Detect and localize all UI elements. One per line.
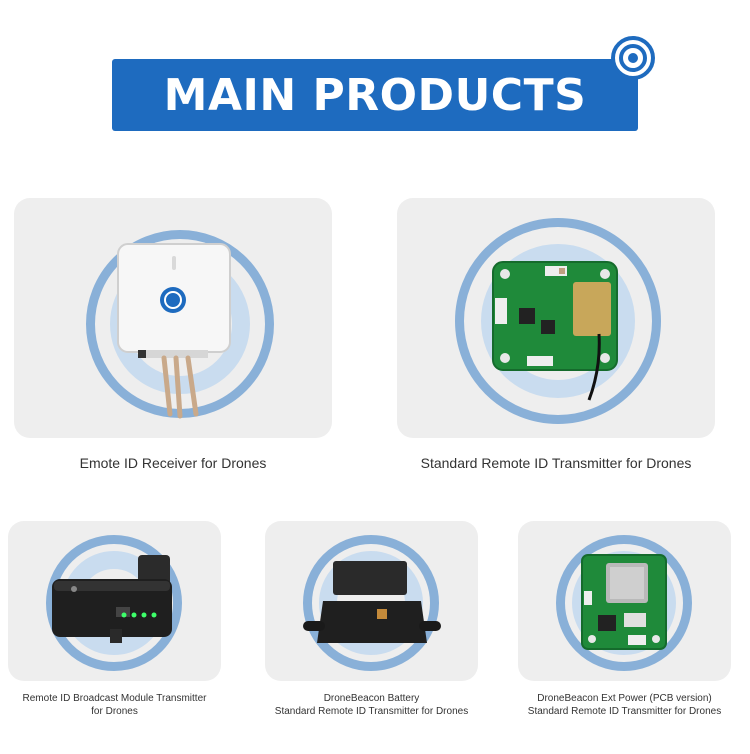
main-products-banner: MAIN PRODUCTS — [112, 59, 638, 131]
caption-line-2: Standard Remote ID Transmitter for Drone… — [274, 706, 469, 717]
pcb-version-image — [581, 554, 667, 650]
product-caption: Standard Remote ID Transmitter for Drone… — [420, 455, 692, 471]
ring-decoration — [556, 535, 692, 671]
broadcast-module-image — [52, 555, 172, 643]
caption-line-2: for Drones — [91, 706, 138, 717]
caption-line-2: Standard Remote ID Transmitter for Drone… — [527, 706, 722, 717]
product-card-receiver[interactable] — [14, 198, 332, 438]
receiver-device-image — [117, 243, 231, 419]
product-card-standard-transmitter[interactable] — [397, 198, 715, 438]
product-caption: Emote ID Receiver for Drones — [79, 455, 267, 471]
ring-decoration — [303, 535, 439, 671]
product-caption: Remote ID Broadcast Module Transmitter f… — [8, 692, 221, 718]
product-caption: DroneBeacon Ext Power (PCB version) Stan… — [518, 692, 731, 718]
ring-decoration — [46, 535, 182, 671]
dronebeacon-battery-image — [303, 561, 441, 643]
ring-decoration — [455, 218, 661, 424]
product-card-broadcast-module[interactable] — [8, 521, 221, 681]
caption-line-1: DroneBeacon Battery — [323, 693, 420, 704]
product-caption: DroneBeacon Battery Standard Remote ID T… — [265, 692, 478, 718]
caption-line-1: DroneBeacon Ext Power (PCB version) — [537, 693, 712, 704]
pcb-board-image — [492, 261, 618, 401]
target-icon — [611, 36, 655, 80]
banner-title: MAIN PRODUCTS — [163, 69, 587, 121]
product-card-dronebeacon-ext-power[interactable] — [518, 521, 731, 681]
product-card-dronebeacon-battery[interactable] — [265, 521, 478, 681]
caption-line-1: Remote ID Broadcast Module Transmitter — [22, 693, 207, 704]
